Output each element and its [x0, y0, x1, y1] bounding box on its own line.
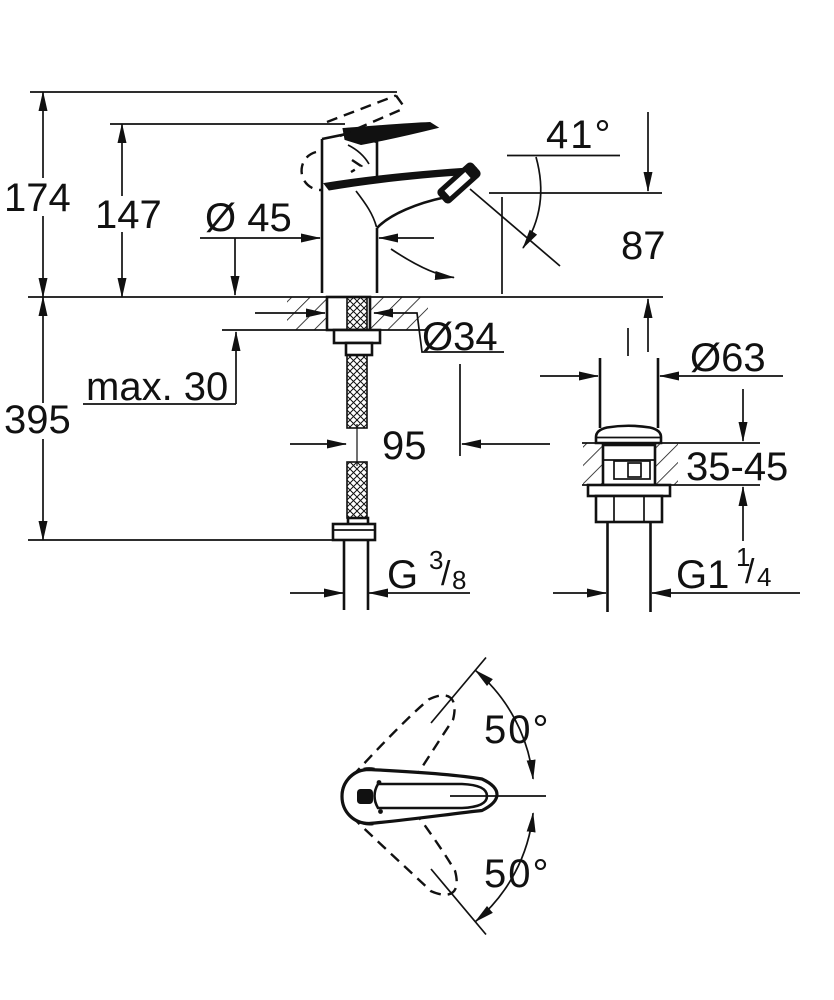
dim-hole-diameter: Ø34	[255, 308, 504, 359]
swing-arc-upper	[474, 669, 536, 780]
label-swing-lower: 50°	[484, 852, 551, 896]
dim-spout-reach: 95	[290, 424, 550, 468]
handle-pin-top	[376, 780, 382, 785]
aerator-slot	[444, 171, 471, 197]
label-bg	[1, 178, 79, 216]
dim-waste-cap-diameter: Ø63	[540, 336, 783, 381]
label-waste-thread-den: 4	[757, 562, 771, 592]
waste-hatch-right	[655, 443, 678, 485]
lifted-lever-bottom	[339, 106, 406, 138]
lever-front-curve	[347, 144, 370, 165]
label-waste-thread-slash: /	[745, 553, 755, 591]
swing-line-lower	[430, 868, 487, 936]
handle-top-view: 50° 50°	[340, 656, 551, 936]
stream-line	[469, 188, 561, 267]
swing-arc-lower	[474, 812, 536, 923]
dim-stream-angle: 41°	[507, 113, 620, 157]
faucet-body	[320, 121, 481, 293]
waste-tailpipe-upper	[598, 358, 660, 428]
label-outlet-height: 87	[621, 224, 666, 268]
label-lever-height: 147	[95, 193, 162, 237]
lifted-lever-tip	[395, 94, 406, 109]
nut-reducer	[344, 341, 374, 357]
lifted-lever-cap-mark	[350, 159, 364, 174]
label-hole-diameter: Ø34	[422, 315, 498, 359]
label-waste-deck-range: 35-45	[686, 445, 788, 489]
dim-hose-length: 395	[1, 296, 79, 541]
dim-waste-thread: G1 1 / 4	[553, 542, 800, 598]
waste-cap	[594, 424, 663, 445]
label-bg	[93, 196, 159, 232]
lifted-lever-back	[300, 150, 322, 192]
label-deck-max: max. 30	[86, 365, 228, 409]
label-base-diameter: Ø 45	[205, 196, 292, 240]
swing-line-upper	[430, 656, 487, 724]
label-bg	[1, 403, 79, 439]
aerator	[437, 162, 481, 204]
handle-indicator-dot	[357, 789, 373, 804]
spout-root-curve	[355, 190, 378, 228]
label-supply-thread-prefix: G	[387, 553, 418, 597]
label-overall-height: 174	[4, 176, 71, 220]
mounting-shank	[325, 295, 382, 610]
label-supply-thread-num: 3	[429, 545, 443, 575]
label-waste-thread-num: 1	[736, 542, 750, 572]
label-hose-length: 395	[4, 398, 71, 442]
label-waste-thread-prefix: G1	[676, 553, 729, 597]
waste-hex-nut	[594, 494, 664, 524]
waste-flange	[586, 483, 672, 498]
supply-tube	[342, 540, 370, 610]
waste-tailpipe-lower	[606, 522, 652, 612]
waste-window	[613, 460, 651, 480]
hose-upper	[346, 296, 368, 429]
dim-outlet-height: 87	[621, 112, 666, 352]
mounting-nut	[332, 328, 382, 345]
handle-inner-outline	[373, 782, 489, 810]
label-supply-thread-slash: /	[441, 555, 451, 593]
waste-assembly: Ø63 35-45 G1 1 / 4	[540, 328, 800, 612]
lever-lifted-dashed	[300, 94, 406, 192]
stream-graphics	[390, 156, 561, 280]
dim-leader-right	[373, 308, 504, 353]
hose-nut	[331, 522, 377, 542]
spout-underside	[376, 196, 445, 229]
dim-supply-thread: G 3 / 8	[290, 545, 470, 598]
waste-window-inner	[627, 462, 642, 478]
label-waste-cap-diameter: Ø63	[690, 336, 766, 380]
swing-arc	[390, 248, 455, 280]
dim-waste-deck-range: 35-45	[686, 389, 788, 541]
hose-lower	[346, 461, 368, 519]
angle-arc	[522, 156, 542, 249]
handle-pin-bottom	[378, 809, 383, 814]
label-spout-reach: 95	[382, 424, 427, 468]
label-swing-upper: 50°	[484, 708, 551, 752]
label-stream-angle: 41°	[546, 113, 613, 157]
label-supply-thread-den: 8	[452, 565, 466, 595]
lifted-lever-top	[326, 94, 397, 124]
dim-base-diameter: Ø 45	[200, 196, 434, 296]
waste-hex-facets	[613, 496, 645, 522]
side-elevation: 174 147 Ø 45 41° 87 Ø34	[1, 91, 666, 610]
dim-deck-max: max. 30	[83, 331, 241, 409]
dim-lever-height: 147	[93, 123, 162, 298]
dim-overall-height: 174	[1, 91, 79, 298]
lever-blade	[342, 121, 440, 146]
